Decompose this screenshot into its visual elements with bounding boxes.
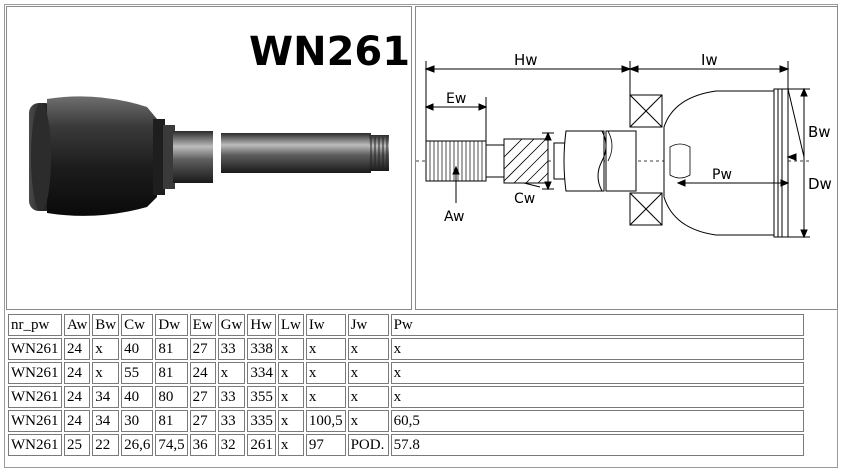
column-header: Hw: [247, 314, 276, 336]
table-cell: 34: [92, 386, 120, 408]
table-cell: x: [277, 386, 304, 408]
table-cell: x: [92, 338, 120, 360]
table-cell: x: [277, 410, 304, 432]
table-cell: x: [390, 362, 804, 384]
ew-label: Ew: [446, 91, 466, 107]
table-cell: x: [305, 386, 346, 408]
column-header: Iw: [305, 314, 346, 336]
table-cell: 338: [247, 338, 276, 360]
table-cell: x: [347, 410, 389, 432]
column-header: Jw: [347, 314, 389, 336]
table-cell: x: [277, 434, 304, 456]
table-cell: 57.8: [390, 434, 804, 456]
column-header: Dw: [155, 314, 188, 336]
table-cell: 55: [121, 362, 154, 384]
dimension-drawing-panel: Hw Iw Ew Aw: [415, 6, 838, 310]
table-cell: x: [277, 362, 304, 384]
table-cell: x: [390, 338, 804, 360]
table-cell: WN261: [8, 338, 62, 360]
table-cell: 36: [189, 434, 216, 456]
column-header: Aw: [64, 314, 91, 336]
product-code-title: WN261: [249, 29, 411, 75]
table-cell: 334: [247, 362, 276, 384]
table-cell: 81: [155, 410, 188, 432]
table-header-row: nr_pw Aw Bw Cw Dw Ew Gw Hw Lw Iw Jw Pw: [8, 314, 804, 336]
table-cell: 32: [217, 434, 246, 456]
table-row: WN261 25 22 26,6 74,5 36 32 261 x 97 POD…: [8, 434, 804, 456]
table-cell: WN261: [8, 362, 62, 384]
table-cell: 27: [189, 338, 216, 360]
table-cell: x: [277, 338, 304, 360]
table-cell: WN261: [8, 386, 62, 408]
table-cell: 27: [189, 410, 216, 432]
column-header: Gw: [217, 314, 246, 336]
table-cell: x: [217, 362, 246, 384]
table-cell: 80: [155, 386, 188, 408]
table-cell: 33: [217, 338, 246, 360]
table-row: WN261 24 34 40 80 27 33 355 x x x x: [8, 386, 804, 408]
table-cell: x: [305, 362, 346, 384]
column-header: Bw: [92, 314, 120, 336]
table-cell: 30: [121, 410, 154, 432]
table-cell: x: [347, 362, 389, 384]
column-header: nr_pw: [8, 314, 62, 336]
table-cell: 97: [305, 434, 346, 456]
table-cell: 60,5: [390, 410, 804, 432]
table-cell: 24: [64, 362, 91, 384]
pw-label: Pw: [712, 167, 732, 183]
dimension-drawing: Hw Iw Ew Aw: [416, 51, 832, 239]
table-cell: 26,6: [121, 434, 154, 456]
table-row: WN261 24 34 30 81 27 33 335 x 100,5 x 60…: [8, 410, 804, 432]
table-row: WN261 24 x 40 81 27 33 338 x x x x: [8, 338, 804, 360]
column-header: Lw: [277, 314, 304, 336]
table-cell: 81: [155, 338, 188, 360]
dimensions-table: nr_pw Aw Bw Cw Dw Ew Gw Hw Lw Iw Jw Pw W…: [6, 312, 806, 458]
table-cell: 22: [92, 434, 120, 456]
table-cell: 335: [247, 410, 276, 432]
table-cell: 355: [247, 386, 276, 408]
bw-label: Bw: [808, 123, 831, 141]
table-cell: POD.: [347, 434, 389, 456]
table-cell: 100,5: [305, 410, 346, 432]
dw-label: Dw: [808, 175, 832, 193]
table-cell: x: [92, 362, 120, 384]
table-cell: 33: [217, 410, 246, 432]
table-cell: 24: [64, 338, 91, 360]
iw-label: Iw: [701, 51, 718, 69]
table-cell: 40: [121, 386, 154, 408]
table-row: WN261 24 x 55 81 24 x 334 x x x x: [8, 362, 804, 384]
table-cell: 24: [189, 362, 216, 384]
column-header: Cw: [121, 314, 154, 336]
table-cell: 33: [217, 386, 246, 408]
table-cell: x: [305, 338, 346, 360]
table-cell: 74,5: [155, 434, 188, 456]
table-cell: WN261: [8, 410, 62, 432]
product-photo-panel: WN261: [6, 6, 412, 310]
table-cell: 40: [121, 338, 154, 360]
table-cell: 24: [64, 386, 91, 408]
table-cell: 81: [155, 362, 188, 384]
column-header: Ew: [189, 314, 216, 336]
hw-label: Hw: [514, 51, 538, 69]
table-cell: 34: [92, 410, 120, 432]
table-cell: WN261: [8, 434, 62, 456]
cv-joint-photo: [29, 96, 389, 216]
table-cell: 27: [189, 386, 216, 408]
table-cell: x: [347, 386, 389, 408]
table-cell: 261: [247, 434, 276, 456]
cw-label: Cw: [514, 191, 535, 207]
table-cell: 25: [64, 434, 91, 456]
table-cell: x: [347, 338, 389, 360]
aw-label: Aw: [444, 209, 464, 225]
table-cell: 24: [64, 410, 91, 432]
table-cell: x: [390, 386, 804, 408]
column-header: Pw: [390, 314, 804, 336]
